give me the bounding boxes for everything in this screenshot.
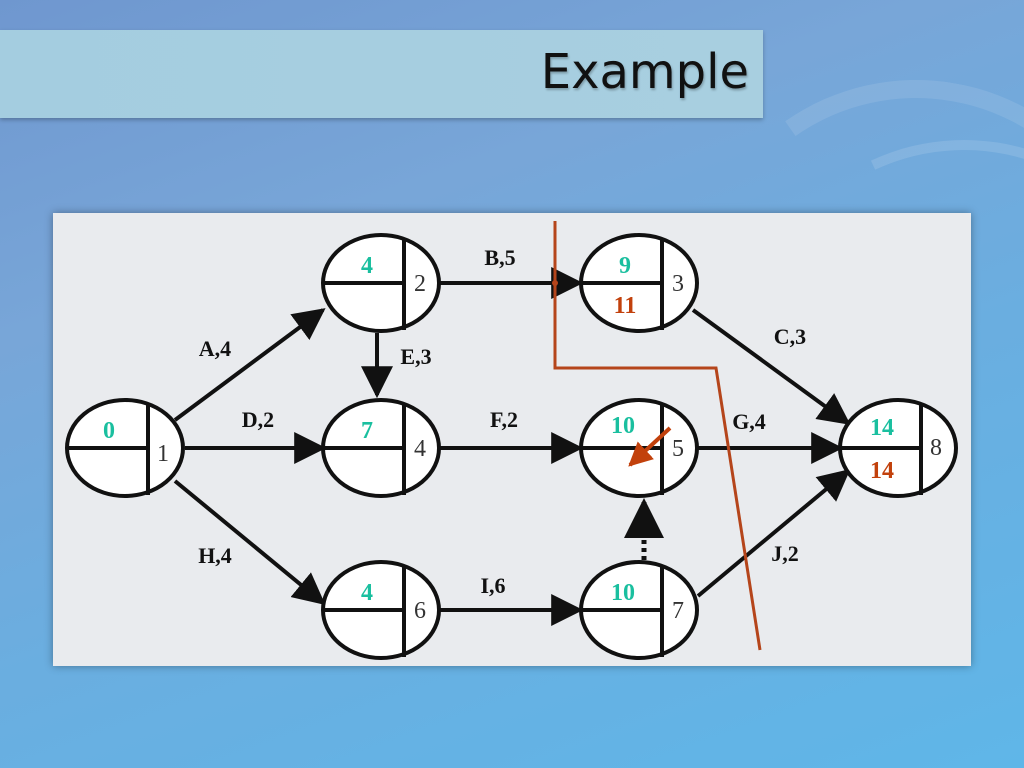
title-bar: Example xyxy=(0,30,763,118)
node-6-id: 6 xyxy=(414,598,426,624)
node-5: 10 5 xyxy=(579,398,699,498)
label-j: J,2 xyxy=(771,541,799,566)
node-5-early: 10 xyxy=(611,413,635,439)
arrow-a xyxy=(173,308,326,422)
cut-line xyxy=(553,221,762,651)
label-a: A,4 xyxy=(199,336,231,361)
node-8-id: 8 xyxy=(930,435,942,461)
node-4-id: 4 xyxy=(414,436,426,462)
node-1: 0 1 xyxy=(65,398,185,498)
node-2-id: 2 xyxy=(414,271,426,297)
node-1-early: 0 xyxy=(103,418,115,444)
node-8-late: 14 xyxy=(870,458,894,484)
network-diagram-panel: 0 1 4 2 9 11 3 7 4 xyxy=(53,213,971,666)
arrow-h xyxy=(173,479,326,606)
node-2: 4 2 xyxy=(321,233,441,333)
node-3: 9 11 3 xyxy=(579,233,699,333)
label-g: G,4 xyxy=(732,409,766,434)
node-1-id: 1 xyxy=(157,441,169,467)
node-8: 14 14 8 xyxy=(838,398,958,498)
label-c: C,3 xyxy=(774,324,806,349)
node-7: 10 7 xyxy=(579,560,699,660)
label-b: B,5 xyxy=(484,245,515,270)
node-5-id: 5 xyxy=(672,436,684,462)
node-4: 7 4 xyxy=(321,398,441,498)
slide-title: Example xyxy=(540,44,749,100)
node-8-early: 14 xyxy=(870,415,894,441)
network-diagram: 0 1 4 2 9 11 3 7 4 xyxy=(65,221,958,660)
node-5-pointer-arrow xyxy=(628,426,672,467)
label-h: H,4 xyxy=(198,543,232,568)
node-2-early: 4 xyxy=(361,253,373,279)
node-3-early: 9 xyxy=(619,253,631,279)
node-3-late: 11 xyxy=(614,293,637,319)
label-e: E,3 xyxy=(400,344,431,369)
node-4-early: 7 xyxy=(361,418,373,444)
node-3-id: 3 xyxy=(672,271,684,297)
arrow-c xyxy=(691,308,851,425)
node-7-early: 10 xyxy=(611,580,635,606)
node-6-early: 4 xyxy=(361,580,373,606)
label-d: D,2 xyxy=(242,407,274,432)
label-f: F,2 xyxy=(490,407,518,432)
node-7-id: 7 xyxy=(672,598,684,624)
cut-point xyxy=(552,280,558,286)
label-i: I,6 xyxy=(480,573,505,598)
arrow-j xyxy=(696,468,851,598)
node-6: 4 6 xyxy=(321,560,441,660)
